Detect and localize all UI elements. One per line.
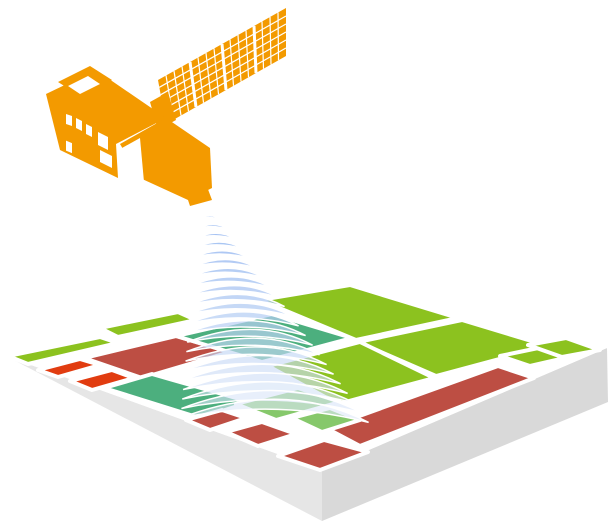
beam-arc (186, 337, 320, 356)
panel-grid-line (159, 15, 287, 88)
field-red-low-3 (276, 438, 370, 472)
beam-arc (186, 328, 313, 346)
beam-arc (191, 284, 278, 298)
field-green-far-right-2 (526, 336, 602, 359)
scanning-beam (180, 197, 369, 424)
beam-arc (191, 276, 271, 288)
satellite-window-1 (66, 140, 72, 154)
beam-arc (187, 319, 306, 337)
beam-arc (188, 311, 299, 327)
beam-arc (180, 398, 369, 424)
beam-arc (189, 302, 292, 317)
satellite-front-stripe (122, 138, 144, 182)
beam-arc (192, 267, 264, 279)
beam-arc (185, 346, 327, 366)
field-red-right-long (324, 364, 536, 448)
satellite-body-main (46, 70, 166, 178)
beam-arc (195, 241, 243, 250)
beam-arc (190, 293, 285, 308)
field-red-low-2 (224, 420, 298, 448)
beam-arc (196, 223, 230, 231)
slab-side-front (322, 348, 608, 521)
beam-arc (194, 249, 250, 260)
beam-arc (182, 372, 348, 395)
beam-arc (181, 389, 362, 414)
beam-arc (183, 363, 341, 385)
panel-grid-line (164, 47, 287, 118)
ground-slab (6, 348, 608, 521)
solar-panel (158, 8, 287, 124)
panel-grid-line (160, 23, 287, 96)
panel-grid-line (161, 31, 287, 103)
beam-arc (198, 206, 216, 211)
beam-arc (195, 232, 236, 240)
satellite-lens (186, 184, 212, 206)
satellite-top-window (68, 76, 100, 94)
field-green-top (258, 283, 460, 342)
beam-arc (197, 215, 223, 221)
beam-arc (181, 381, 355, 404)
beam-arc (184, 354, 334, 375)
slab-side-left (6, 356, 322, 521)
field-green-left (6, 335, 120, 366)
panel-grid-line (163, 39, 287, 110)
satellite-front-module (120, 118, 212, 200)
satellite (46, 8, 287, 206)
satellite-windows (66, 114, 112, 168)
beam-arc (193, 258, 257, 269)
